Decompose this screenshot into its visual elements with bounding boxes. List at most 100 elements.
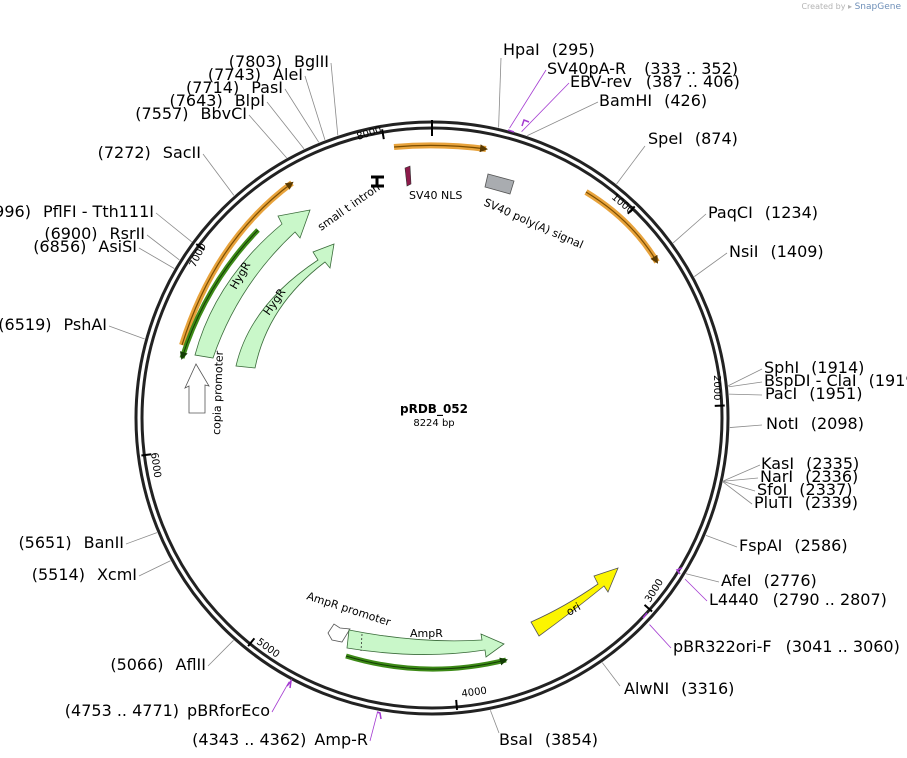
- enzyme-leader-line: [527, 101, 599, 137]
- ori-arrow: [530, 567, 619, 637]
- enzyme-leader-line: [284, 88, 320, 143]
- enzyme-pshai: (6519)PshAI: [0, 315, 107, 334]
- small-t-intron-mark: [371, 175, 384, 188]
- enzyme-leader-line: [601, 662, 621, 687]
- enzyme-leader-line: [672, 213, 707, 244]
- feature-label-small-t-intron: small t intron: [315, 181, 382, 233]
- orf-green-left-core: [179, 229, 259, 360]
- primer-leader-line: [684, 578, 708, 602]
- primer-pbr322ori-f-mark: [642, 612, 648, 619]
- hygr-outer-arrow: [194, 209, 311, 359]
- primer-ebv-rev-mark: [521, 119, 530, 127]
- primer-sv40pa-r-mark: [507, 129, 515, 133]
- orf-right-arrow-core: [585, 191, 659, 264]
- enzyme-alei: (7743)AleI: [208, 65, 303, 84]
- enzyme-kasi: KasI(2335): [761, 454, 859, 473]
- enzyme-leader-line: [722, 481, 753, 505]
- tick-mark-7000: [195, 243, 205, 251]
- enzyme-asisi: (6856)AsiSI: [33, 237, 137, 256]
- hygr-inner-arrow: [235, 243, 335, 369]
- tick-mark-5000: [247, 637, 256, 647]
- primer-l4440-mark: [675, 567, 683, 575]
- snapgene-logo-icon: ▸: [848, 2, 853, 11]
- ampr-promoter-arrow: [327, 623, 351, 643]
- enzyme-leader-line: [202, 153, 235, 196]
- enzyme-leader-line: [138, 247, 175, 269]
- enzyme-leader-line: [723, 464, 761, 482]
- primer-leader-line: [369, 712, 378, 742]
- enzyme-pasi: (7714)PasI: [186, 78, 283, 97]
- feature-label-sv40-polya: SV40 poly(A) signal: [482, 196, 585, 252]
- tick-marks: [141, 120, 725, 711]
- enzyme-leader-line: [694, 252, 728, 277]
- primer-sv40pa-r: SV40pA-R(333 .. 352): [547, 59, 738, 78]
- primer-pbrforeco-mark: [286, 678, 293, 689]
- feature-label-ori: ori: [564, 600, 583, 618]
- enzyme-bglii: (7803)BglII: [229, 52, 329, 71]
- enzyme-blpi: (7643)BlpI: [170, 91, 266, 110]
- enzyme-leader-line: [248, 114, 287, 159]
- enzyme-leader-line: [138, 560, 171, 577]
- enzyme-leader-line: [723, 477, 759, 482]
- tick-label-8000: 8000: [356, 125, 384, 143]
- tick-label-4000: 4000: [461, 686, 488, 700]
- enzyme-paci: PacI(1951): [765, 384, 862, 403]
- enzyme-bamhi: BamHI(426): [599, 91, 707, 110]
- primer-leader-line: [649, 624, 672, 649]
- tick-mark-4000: [455, 699, 459, 711]
- enzyme-pluti: PluTI(2339): [754, 493, 858, 512]
- enzyme-sacii: (7272)SacII: [98, 143, 201, 162]
- enzyme-leader-line: [729, 424, 763, 428]
- tick-label-6000: 6000: [148, 452, 162, 479]
- snapgene-credit: Created by ▸ SnapGene: [801, 2, 901, 12]
- sv40-nls-mark: [404, 165, 412, 187]
- enzyme-leader-line: [729, 393, 763, 396]
- enzyme-xcmi: (5514)XcmI: [32, 565, 137, 584]
- enzyme-leader-line: [728, 368, 763, 387]
- tick-mark-3000: [643, 604, 653, 613]
- enzyme-leader-line: [723, 481, 756, 492]
- enzyme-noti: NotI(2098): [766, 414, 864, 433]
- enzyme-rsrii: (6900)RsrII: [44, 224, 145, 243]
- tick-mark-6000: [141, 453, 152, 457]
- enzyme-leader-line: [685, 573, 720, 583]
- primer-leader-line: [271, 681, 290, 713]
- enzyme-alwni: AlwNI(3316): [624, 679, 734, 698]
- enzyme-nari: NarI(2336): [760, 467, 858, 486]
- enzyme-paqci: PaqCI(1234): [708, 203, 818, 222]
- enzyme-spei: SpeI(874): [648, 129, 738, 148]
- enzyme-hpai: HpaI(295): [503, 40, 595, 59]
- features: [179, 142, 660, 672]
- primer-marks: [286, 119, 683, 720]
- enzyme-leader-line: [489, 710, 500, 734]
- tick-label-3000: 3000: [643, 577, 666, 604]
- enzyme-bsai: BsaI(3854): [499, 730, 598, 749]
- copia-promoter-arrow: [184, 363, 210, 414]
- enzyme-sphi: SphI(1914): [764, 358, 864, 377]
- feature-label-sv40-nls: SV40 NLS: [409, 189, 462, 202]
- primer-l4440: L4440(2790 .. 2807): [709, 590, 887, 609]
- ampr-arrow: [346, 629, 505, 658]
- enzyme-leader-line: [616, 145, 646, 185]
- enzyme-leader-line: [498, 57, 502, 128]
- primer-amp-r: (4343 .. 4362)Amp-R: [192, 730, 368, 749]
- enzyme-leader-line: [705, 535, 738, 548]
- enzyme-bspdi-clai: BspDI - ClaI(1919): [764, 371, 907, 390]
- enzyme-banii: (5651)BanII: [18, 533, 124, 552]
- orf-green-bottom-core: [345, 655, 508, 670]
- tick-mark-8000: [381, 129, 385, 140]
- tick-mark-1000: [627, 205, 636, 215]
- enzyme-pflfi-tth111i: (6996)PflFI - Tth111I: [0, 202, 154, 221]
- enzyme-leader-line: [108, 325, 145, 340]
- feature-label-copia-promoter: copia promoter: [210, 350, 226, 435]
- primer-leader-line: [521, 82, 570, 132]
- primer-ebv-rev: EBV-rev(387 .. 406): [570, 72, 740, 91]
- feature-label-ampr: AmpR: [410, 627, 443, 640]
- plasmid-name: pRDB_052: [400, 402, 468, 417]
- enzyme-leader-line: [304, 75, 326, 141]
- primer-amp-r-mark: [376, 711, 382, 720]
- enzyme-fspai: FspAI(2586): [739, 536, 848, 555]
- sv40-polya-box: [484, 173, 515, 195]
- enzyme-leader-line: [125, 532, 158, 545]
